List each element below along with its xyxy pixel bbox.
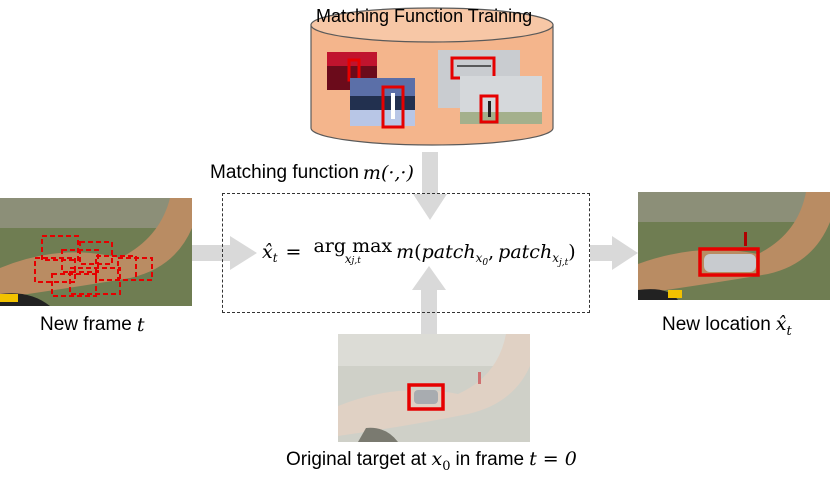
arrow-right-into-formula (192, 236, 257, 270)
training-image-sky-front (460, 76, 542, 124)
formula-argmax-var-sub: j,t (351, 256, 361, 266)
formula-arg2-patch: patch (498, 241, 553, 263)
formula-arg1-subsub: 0 (482, 258, 489, 268)
candidate-box (41, 235, 79, 261)
formula-arg2-sub: xj,t (552, 251, 569, 268)
new-frame-image (0, 198, 192, 306)
original-var-sub: 0 (442, 459, 451, 474)
candidate-box (51, 273, 97, 297)
original-target-box (407, 383, 445, 411)
matching-function-text: Matching function (210, 162, 359, 183)
arrow-down-into-formula (413, 152, 447, 220)
new-frame-text: New frame (40, 314, 132, 335)
formula-eq: = (285, 241, 302, 263)
formula-lhs-sub: t (272, 251, 278, 265)
original-var-x: x (431, 448, 443, 470)
formula-argmax-top: arg max (313, 235, 393, 257)
formula-argmax-var: x (344, 252, 352, 266)
training-image-stage-front (350, 78, 415, 129)
training-cylinder (310, 7, 554, 146)
formula-argmax-bottom: xj,t (344, 252, 361, 266)
formula-arg1-patch: patch (421, 241, 476, 263)
candidate-box (79, 241, 113, 265)
formula-arg2-sub-var: x (552, 251, 559, 265)
arrow-right-to-new-location (590, 236, 638, 270)
original-prefix: Original target at (286, 449, 427, 470)
formula-comma: , (488, 241, 495, 263)
formula-open: ( (414, 241, 422, 263)
candidate-boxes (34, 235, 153, 297)
new-location-sub: t (786, 324, 792, 339)
arrow-up-into-formula (412, 266, 446, 336)
formula-box (222, 193, 590, 313)
formula-arg1-sub-var: x (475, 251, 483, 265)
original-mid: in frame (455, 449, 525, 470)
formula-close: ) (568, 241, 576, 263)
located-target (698, 247, 760, 277)
new-location-symbol: x̂t (775, 313, 792, 339)
formula-argmax: arg max xj,t (313, 235, 393, 267)
formula: x̂ t = arg max xj,t m ( patch x0 , patch… (262, 232, 576, 272)
original-target-image (338, 334, 530, 442)
formula-arg2-subsub: j,t (558, 258, 569, 268)
new-frame-caption: New frame t (40, 314, 145, 336)
original-eq: t = 0 (529, 448, 577, 470)
formula-lhs: x̂ (262, 241, 273, 263)
formula-arg1-sub: x0 (475, 251, 489, 268)
new-location-caption: New location x̂t (662, 313, 792, 339)
formula-fn: m (396, 241, 415, 263)
original-target-caption: Original target at x0 in frame t = 0 (286, 448, 577, 474)
matching-function-label: Matching function m(·,·) (210, 162, 414, 184)
original-var: x0 (431, 448, 451, 474)
cylinder-title: Matching Function Training (316, 6, 533, 26)
new-location-text: New location (662, 314, 771, 335)
candidate-box (34, 257, 76, 283)
new-location-image (638, 192, 830, 300)
matching-function-symbol: m(·,·) (362, 162, 414, 184)
new-location-var: x̂ (775, 313, 787, 335)
new-frame-var: t (136, 314, 145, 336)
